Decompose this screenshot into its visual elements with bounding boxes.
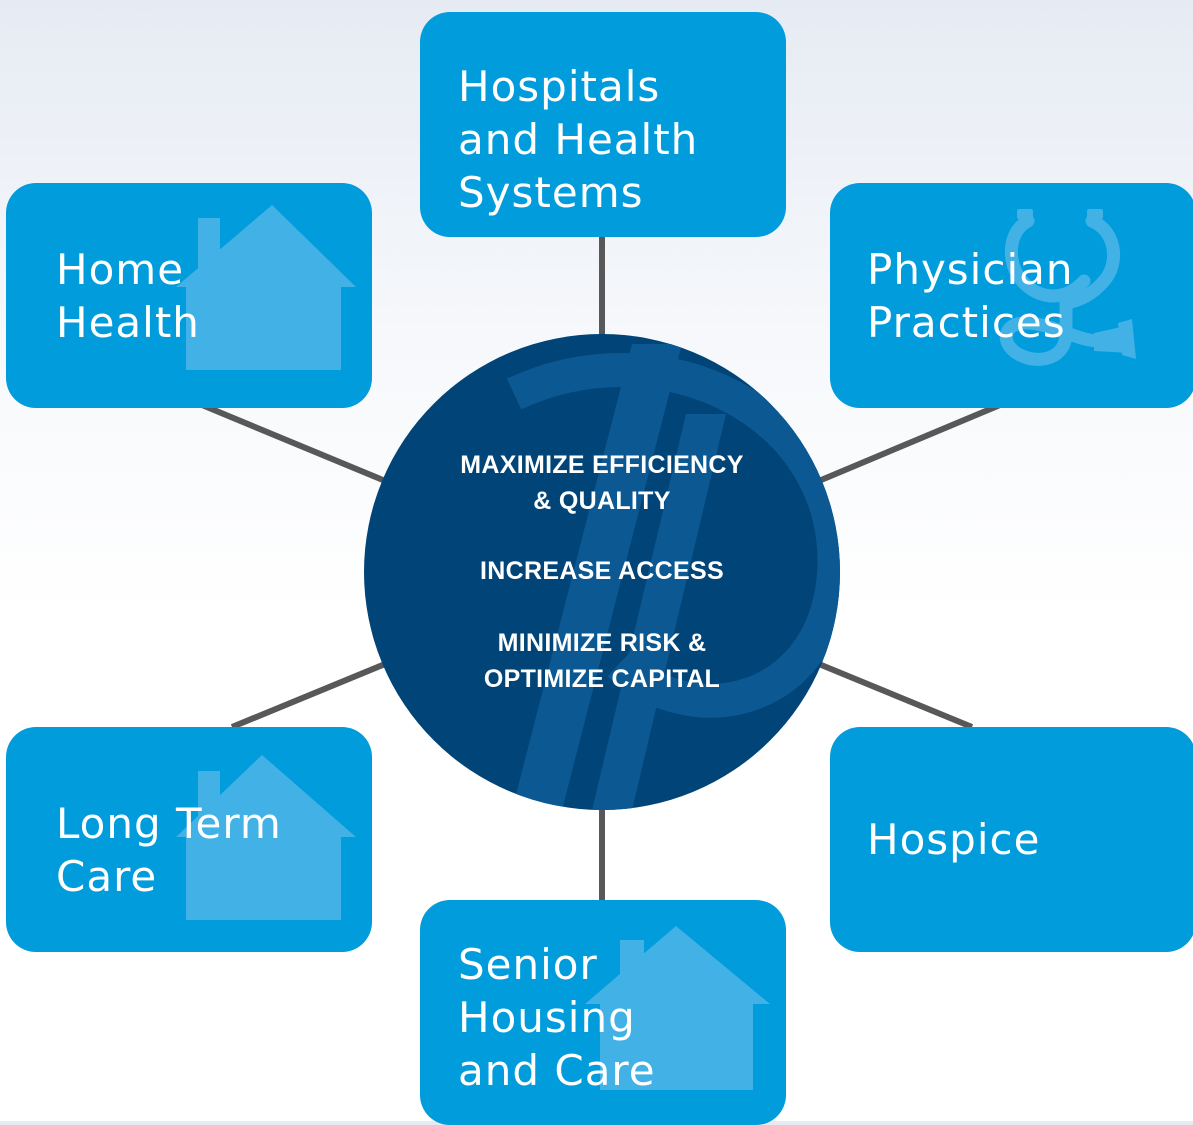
segment-label-hospice: Hospice [867,815,1041,864]
connector-home [200,402,392,486]
connector-hospice [812,659,974,730]
house-icon [176,205,356,370]
central-goals-circle: MAXIMIZE EFFICIENCY & QUALITY INCREASE A… [364,334,840,810]
connector-physician [812,402,1002,486]
segment-label-long-term-care: Long Term Care [56,799,282,901]
house-icon [176,755,356,920]
house-icon [585,926,770,1090]
segment-box-long-term-care: Long Term Care [6,727,372,952]
segment-label-hospitals: Hospitals and Health Systems [458,62,699,217]
segment-box-hospitals: Hospitals and Health Systems [420,12,786,237]
segment-label-home-health: Home Health [56,245,200,347]
segment-box-physician-practices: Physician Practices [830,183,1193,408]
connector-ltc [230,659,392,730]
goal-minimize-risk: MINIMIZE RISK & OPTIMIZE CAPITAL [483,629,721,693]
segment-box-hospice: Hospice [830,727,1193,952]
hub-background [364,334,840,810]
segment-label-physician-practices: Physician Practices [867,245,1074,347]
stethoscope-icon [999,209,1136,366]
goal-increase-access: INCREASE ACCESS [480,557,724,585]
segment-box-senior-housing: Senior Housing and Care [420,900,786,1125]
segment-label-senior-housing: Senior Housing and Care [458,940,656,1095]
segment-box-home-health: Home Health [6,183,372,408]
logo-watermark [506,344,840,810]
goal-efficiency-quality: MAXIMIZE EFFICIENCY & QUALITY [460,451,744,515]
